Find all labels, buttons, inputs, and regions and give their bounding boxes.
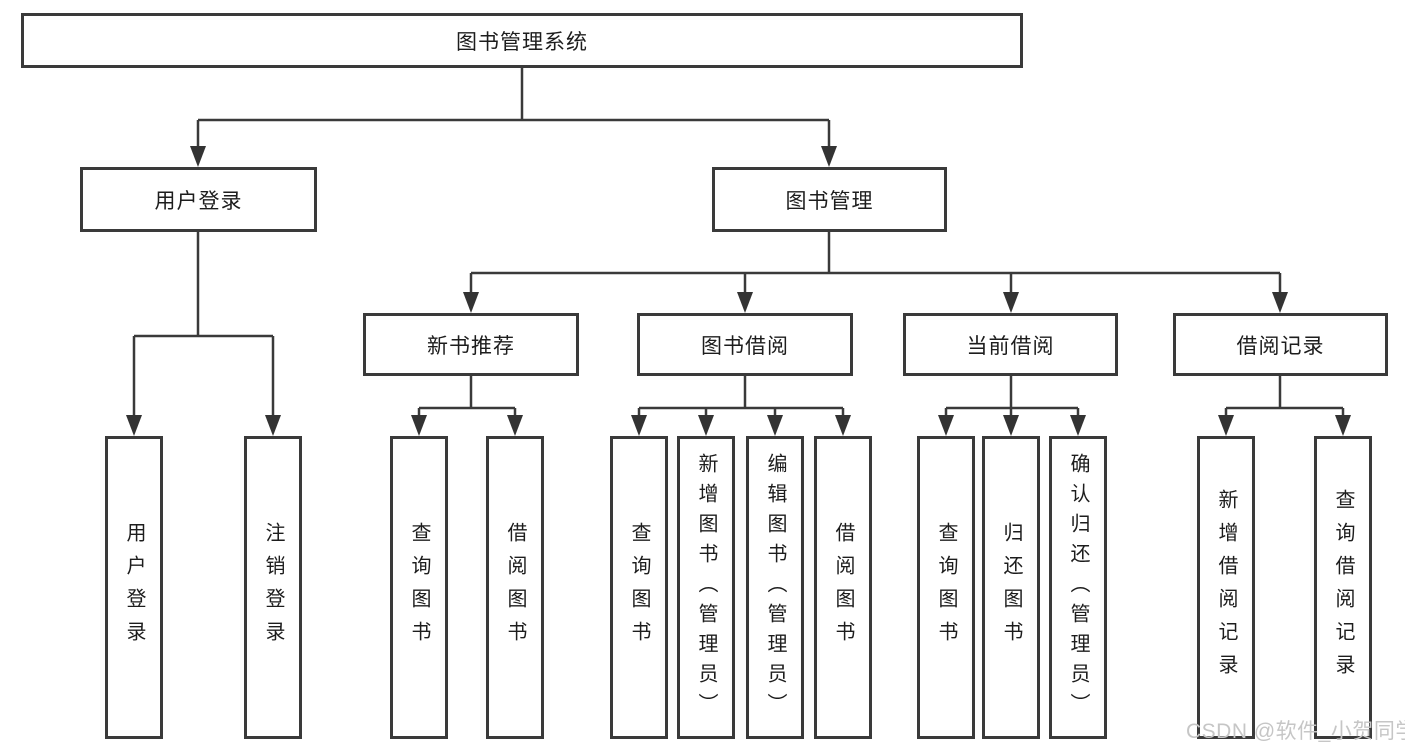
root-label: 图书管理系统 [456, 30, 588, 54]
leaf-user-login: 用户登录 [105, 436, 163, 739]
leaf-query-books-current: 查询图书 [917, 436, 975, 739]
node-borrow-records: 借阅记录 [1173, 313, 1388, 376]
leaf-query-books-borrow: 查询图书 [610, 436, 668, 739]
node-current-borrow: 当前借阅 [903, 313, 1118, 376]
node-new-book-recommend-label: 新书推荐 [427, 334, 515, 358]
leaf-edit-book-admin: 编辑图书（管理员） [746, 436, 804, 739]
leaf-borrow-books: 借阅图书 [814, 436, 872, 739]
node-current-borrow-label: 当前借阅 [966, 334, 1055, 358]
node-book-borrow-label: 图书借阅 [701, 334, 789, 358]
node-user-login: 用户登录 [80, 167, 317, 232]
leaf-return-book: 归还图书 [982, 436, 1040, 739]
leaf-confirm-return-admin: 确认归还（管理员） [1049, 436, 1107, 739]
csdn-watermark: CSDN @软件_小贺同学 [1186, 720, 1405, 743]
node-root: 图书管理系统 [21, 13, 1023, 68]
node-borrow-records-label: 借阅记录 [1236, 334, 1325, 358]
arrowhead-icons [126, 146, 1351, 436]
node-user-login-label: 用户登录 [154, 189, 243, 213]
leaf-add-borrow-record: 新增借阅记录 [1197, 436, 1255, 739]
node-book-management-label: 图书管理 [785, 189, 874, 213]
leaf-query-books-recommend: 查询图书 [390, 436, 448, 739]
leaf-borrow-books-recommend: 借阅图书 [486, 436, 544, 739]
node-book-borrow: 图书借阅 [637, 313, 853, 376]
node-book-management: 图书管理 [712, 167, 947, 232]
node-new-book-recommend: 新书推荐 [363, 313, 579, 376]
leaf-add-book-admin: 新增图书（管理员） [677, 436, 735, 739]
leaf-logout-login: 注销登录 [244, 436, 302, 739]
leaf-query-borrow-record: 查询借阅记录 [1314, 436, 1372, 739]
